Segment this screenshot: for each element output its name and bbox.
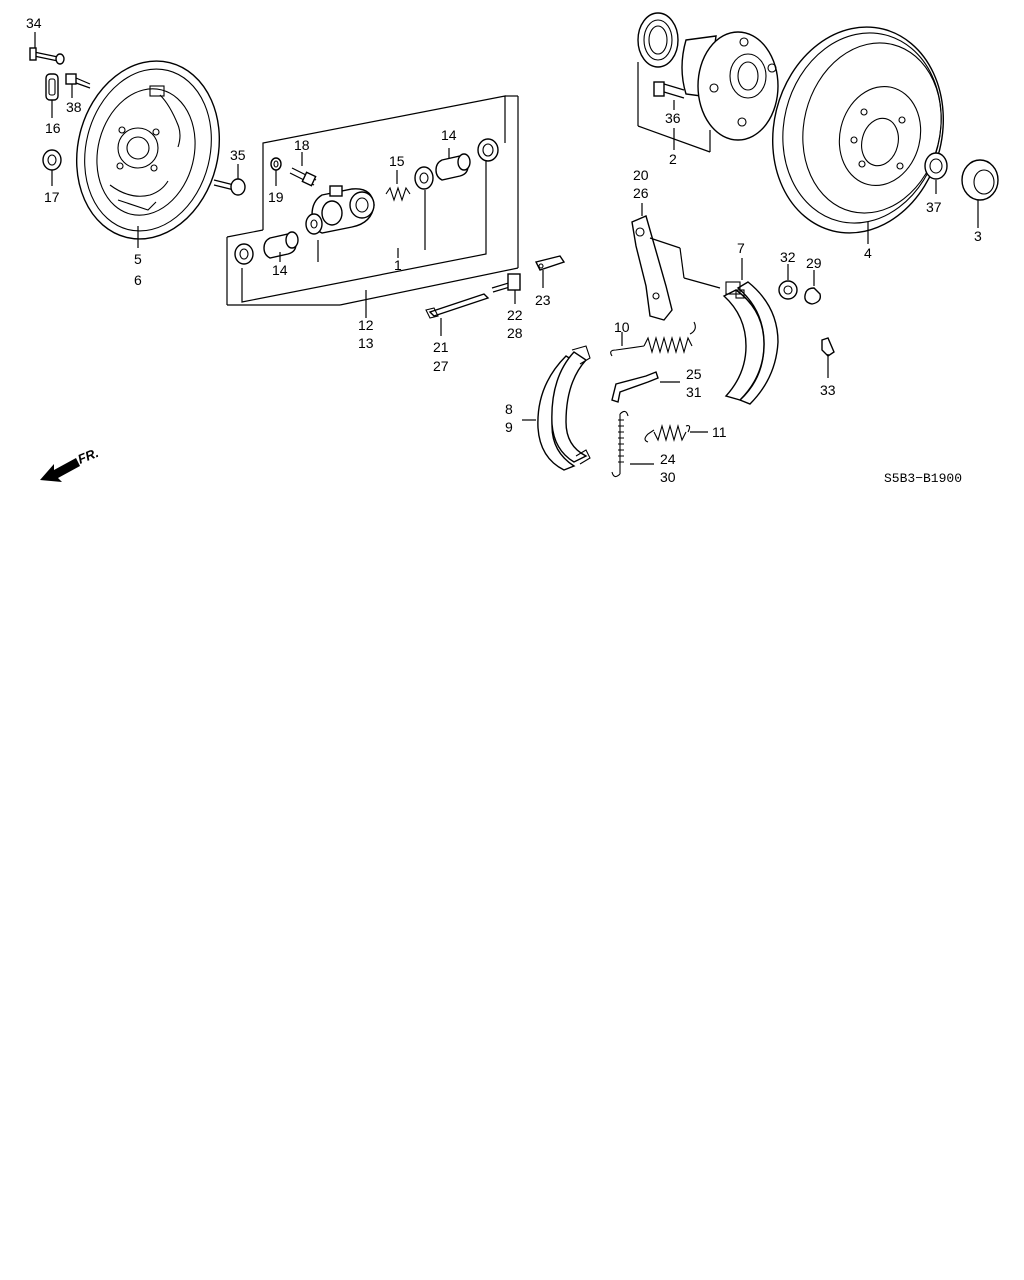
callout-16: 16 — [45, 120, 61, 136]
callout-36: 36 — [665, 110, 681, 126]
cylinder-spring-15[interactable] — [385, 186, 411, 202]
callout-30: 30 — [660, 469, 676, 485]
callout-15: 15 — [389, 153, 405, 169]
diagram-code: S5B3−B1900 — [884, 471, 962, 486]
hub-cap-3[interactable] — [961, 159, 999, 201]
callout-4: 4 — [864, 245, 872, 261]
piston-14-upper[interactable] — [435, 153, 471, 181]
callout-12: 12 — [358, 317, 374, 333]
callout-10: 10 — [614, 319, 630, 335]
hub-seal[interactable] — [637, 12, 679, 68]
flange-bolt-38[interactable] — [65, 73, 91, 89]
parking-strut[interactable] — [611, 371, 659, 403]
callout-37: 37 — [926, 199, 942, 215]
return-spring-10[interactable] — [610, 321, 696, 357]
brake-drum[interactable] — [751, 9, 964, 251]
callout-21: 21 — [433, 339, 449, 355]
callout-20: 20 — [633, 167, 649, 183]
callout-28: 28 — [507, 325, 523, 341]
dust-boot-left[interactable] — [234, 243, 254, 265]
mounting-bolt-35[interactable] — [213, 178, 246, 196]
callout-26: 26 — [633, 185, 649, 201]
callout-13: 13 — [358, 335, 374, 351]
wheel-cylinder[interactable] — [311, 185, 375, 234]
callout-18: 18 — [294, 137, 310, 153]
callout-14-upper: 14 — [441, 127, 457, 143]
adjuster-rod-21[interactable] — [425, 293, 490, 319]
bleeder-cap-19[interactable] — [270, 157, 282, 171]
piston-cup-right[interactable] — [414, 166, 434, 190]
callout-19: 19 — [268, 189, 284, 205]
parking-brake-lever[interactable] — [631, 215, 673, 321]
callout-32: 32 — [780, 249, 796, 265]
callout-9: 9 — [505, 419, 513, 435]
callout-35: 35 — [230, 147, 246, 163]
front-direction-label: FR. — [76, 445, 101, 467]
callout-24: 24 — [660, 451, 676, 467]
callout-33: 33 — [820, 382, 836, 398]
spindle-nut-37[interactable] — [924, 152, 948, 180]
pin-33[interactable] — [821, 337, 835, 357]
callout-11: 11 — [712, 424, 727, 440]
callout-27: 27 — [433, 358, 449, 374]
piston-14-lower[interactable] — [263, 231, 299, 259]
callout-5: 5 — [134, 251, 142, 267]
dust-boot-right[interactable] — [477, 138, 499, 162]
washer-32[interactable] — [778, 280, 798, 300]
callout-17: 17 — [44, 189, 60, 205]
callout-31: 31 — [686, 384, 702, 400]
nut-17[interactable] — [42, 149, 62, 171]
callout-25: 25 — [686, 366, 702, 382]
wheel-hub[interactable] — [681, 31, 779, 141]
callout-29: 29 — [806, 255, 822, 271]
callout-14-lower: 14 — [272, 262, 288, 278]
grommet-16[interactable] — [45, 73, 59, 101]
callout-8: 8 — [505, 401, 513, 417]
callout-22: 22 — [507, 307, 523, 323]
callout-34: 34 — [26, 15, 42, 31]
callout-3: 3 — [974, 228, 982, 244]
piston-cup-left[interactable] — [305, 213, 323, 235]
callout-labels: 34 38 16 17 5 6 35 18 19 15 14 14 1 12 1… — [26, 15, 982, 485]
callout-2: 2 — [669, 151, 677, 167]
callout-38: 38 — [66, 99, 82, 115]
callout-1: 1 — [394, 257, 402, 273]
bleeder-bolt[interactable] — [29, 47, 65, 65]
adjuster-bolt-22[interactable] — [491, 273, 521, 293]
backing-plate[interactable] — [58, 46, 237, 255]
adjuster-nut-23[interactable] — [534, 255, 566, 271]
retaining-spring-24[interactable] — [611, 410, 629, 478]
adjuster-spring-11[interactable] — [644, 423, 691, 443]
callout-7: 7 — [737, 240, 745, 256]
brake-shoe-trailing[interactable] — [722, 281, 779, 405]
brake-shoe-leading[interactable] — [537, 345, 591, 471]
callout-6: 6 — [134, 272, 142, 288]
bleeder-screw-18[interactable] — [289, 167, 317, 187]
hub-bolt-36[interactable] — [653, 81, 685, 99]
front-direction-arrow: FR. — [40, 445, 101, 482]
callout-23: 23 — [535, 292, 551, 308]
clip-29[interactable] — [804, 287, 822, 305]
bracket-1 — [262, 95, 506, 200]
